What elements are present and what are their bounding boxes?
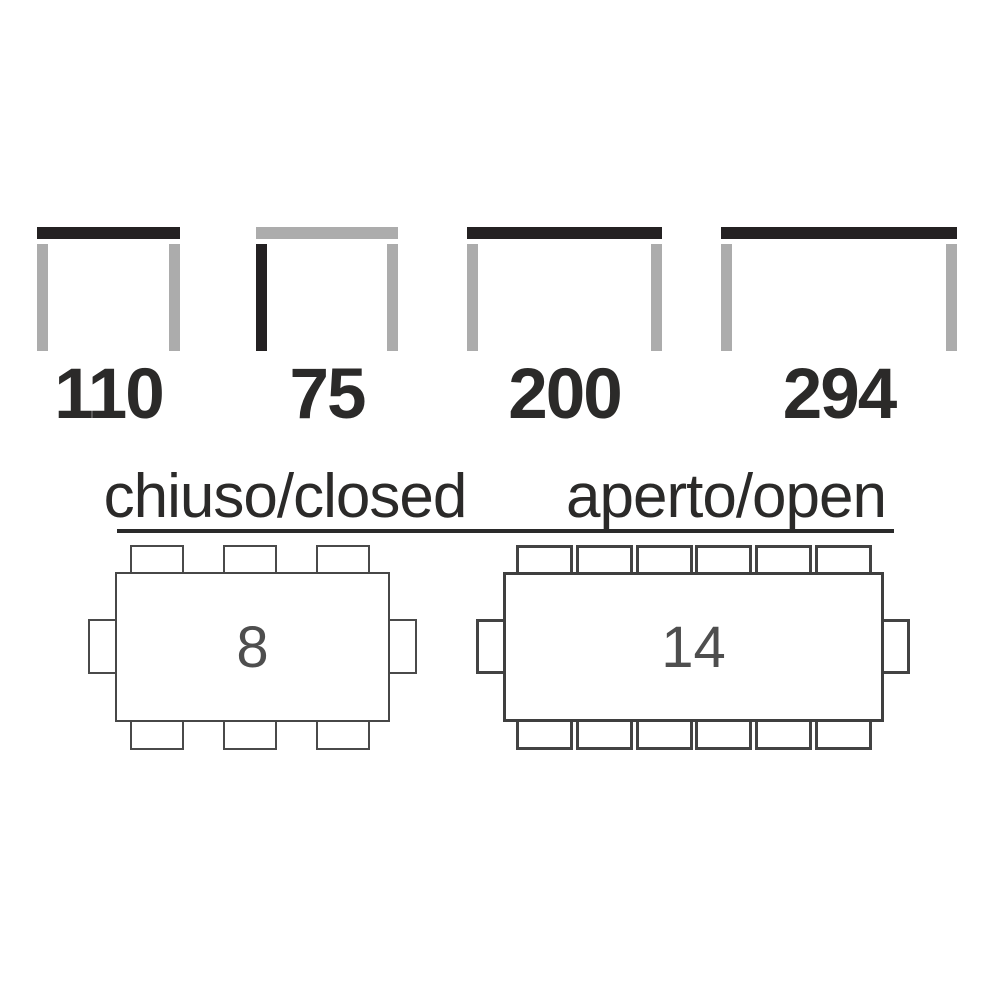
chair <box>635 545 693 574</box>
chair <box>88 619 115 674</box>
chair <box>390 619 417 674</box>
table-leg-left <box>256 244 267 351</box>
chair <box>223 545 277 574</box>
chair <box>575 545 633 574</box>
dimension-value: 200 <box>508 355 622 434</box>
chair <box>755 545 813 574</box>
chair <box>814 545 872 574</box>
dimension-value: 110 <box>54 355 165 434</box>
open-state-label: aperto/open <box>566 462 887 531</box>
chair <box>130 545 184 574</box>
closed-state-label: chiuso/closed <box>103 462 468 531</box>
tabletop-bar <box>721 227 957 239</box>
table-top-view <box>503 572 884 722</box>
table-leg-left <box>37 244 48 351</box>
tabletop-bar <box>37 227 180 239</box>
table-side-view-110: 110 <box>37 227 180 434</box>
chair <box>316 721 370 750</box>
tabletop-bar <box>256 227 398 239</box>
chair-row-bottom <box>130 721 370 750</box>
table-top-view <box>115 572 390 722</box>
chair <box>223 721 277 750</box>
chair <box>695 721 753 750</box>
chair <box>516 545 573 574</box>
chair-row-bottom <box>516 721 872 750</box>
chair <box>814 721 872 750</box>
chair <box>130 721 184 750</box>
chair <box>695 545 753 574</box>
chair <box>575 721 633 750</box>
divider-line <box>117 529 894 533</box>
table-side-view-200: 200 <box>467 227 662 434</box>
table-leg-left <box>721 244 732 351</box>
table-leg-right <box>651 244 662 351</box>
seat-count: 8 <box>236 614 269 680</box>
table-side-view-294: 294 <box>721 227 957 434</box>
chair <box>316 545 370 574</box>
chair-row-top <box>516 545 872 574</box>
chair <box>516 721 573 750</box>
dimension-value: 75 <box>289 355 367 434</box>
dimension-value: 294 <box>782 355 897 434</box>
table-leg-left <box>467 244 478 351</box>
chair <box>755 721 813 750</box>
tabletop-bar <box>467 227 662 239</box>
table-side-view-75: 75 <box>256 227 398 434</box>
table-leg-right <box>946 244 957 351</box>
table-leg-right <box>169 244 180 351</box>
seat-count: 14 <box>661 614 726 680</box>
chair <box>884 619 910 674</box>
chair <box>635 721 693 750</box>
chair-row-top <box>130 545 370 574</box>
chair <box>476 619 503 674</box>
table-leg-right <box>387 244 398 351</box>
